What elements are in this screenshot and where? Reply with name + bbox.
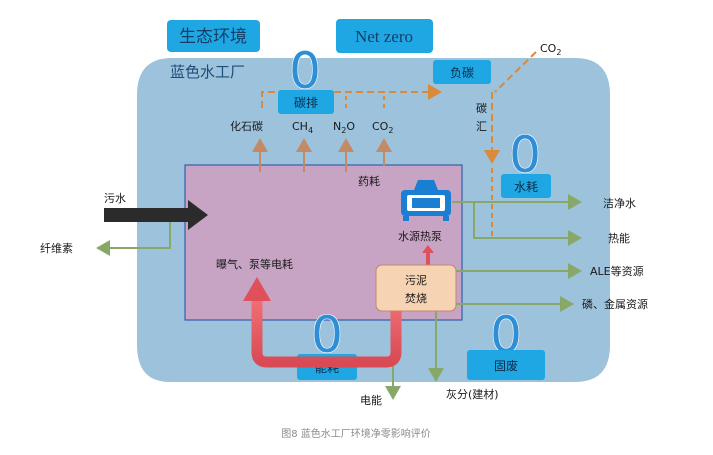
netzero-label: Net zero [355, 27, 413, 46]
eco-env-tag [167, 20, 260, 52]
heat-energy-label: 热能 [608, 231, 630, 245]
carbon-sink-label-1: 碳 [476, 101, 487, 115]
heat-pump-icon [401, 180, 451, 221]
solid-waste-label: 固废 [494, 358, 518, 373]
energy-loop-arrow [251, 300, 402, 368]
fiber-label: 纤维素 [40, 242, 73, 255]
carbon-sink-label-2: 汇 [476, 120, 487, 133]
sludge-incineration-box [375, 264, 457, 312]
fiber-arrow-path [96, 222, 171, 256]
fossil-carbon-label: 化石碳 [230, 119, 263, 133]
plant-title: 蓝色水工厂 [170, 63, 245, 81]
clean-water-label: 洁净水 [603, 196, 636, 210]
negative-carbon-tag [433, 60, 491, 84]
energy-loop-arrowhead [243, 277, 271, 301]
aeration-label: 曝气、泵等电耗 [216, 257, 293, 271]
co2-top-label: CO2 [540, 42, 561, 57]
solid-waste-tag [467, 350, 545, 380]
ash-label: 灰分(建材) [446, 387, 499, 401]
n2o-label: N2O [333, 120, 355, 135]
netzero-tag [336, 19, 433, 53]
sludge-label-1: 污泥 [405, 274, 427, 287]
negative-carbon-label: 负碳 [450, 66, 474, 80]
co2-inflow-dash [494, 51, 537, 93]
sewage-label: 污水 [104, 192, 126, 205]
sludge-label-2: 焚烧 [405, 292, 427, 305]
eco-env-label: 生态环境 [179, 27, 247, 46]
chemicals-label: 药耗 [358, 175, 380, 188]
water-use-label: 水耗 [514, 180, 538, 194]
figure-caption: 图8 蓝色水工厂环境净零影响评价 [281, 427, 431, 440]
carbon-emission-tag [278, 90, 334, 114]
sewage-arrow [104, 200, 208, 230]
heat-energy-arrow [473, 202, 582, 246]
ch4-label: CH4 [292, 120, 313, 135]
ale-label: ALE等资源 [590, 264, 644, 278]
carbon-dash-path [261, 84, 442, 108]
heat-pump-label: 水源热泵 [398, 229, 442, 243]
heatpump-up-arrowhead [422, 245, 434, 253]
water-use-tag [501, 174, 551, 198]
phosphorus-label: 磷、金属资源 [582, 297, 648, 311]
electricity-label: 电能 [360, 393, 382, 407]
co2-label: CO2 [372, 120, 393, 135]
carbon-emission-label: 碳排 [294, 96, 318, 110]
